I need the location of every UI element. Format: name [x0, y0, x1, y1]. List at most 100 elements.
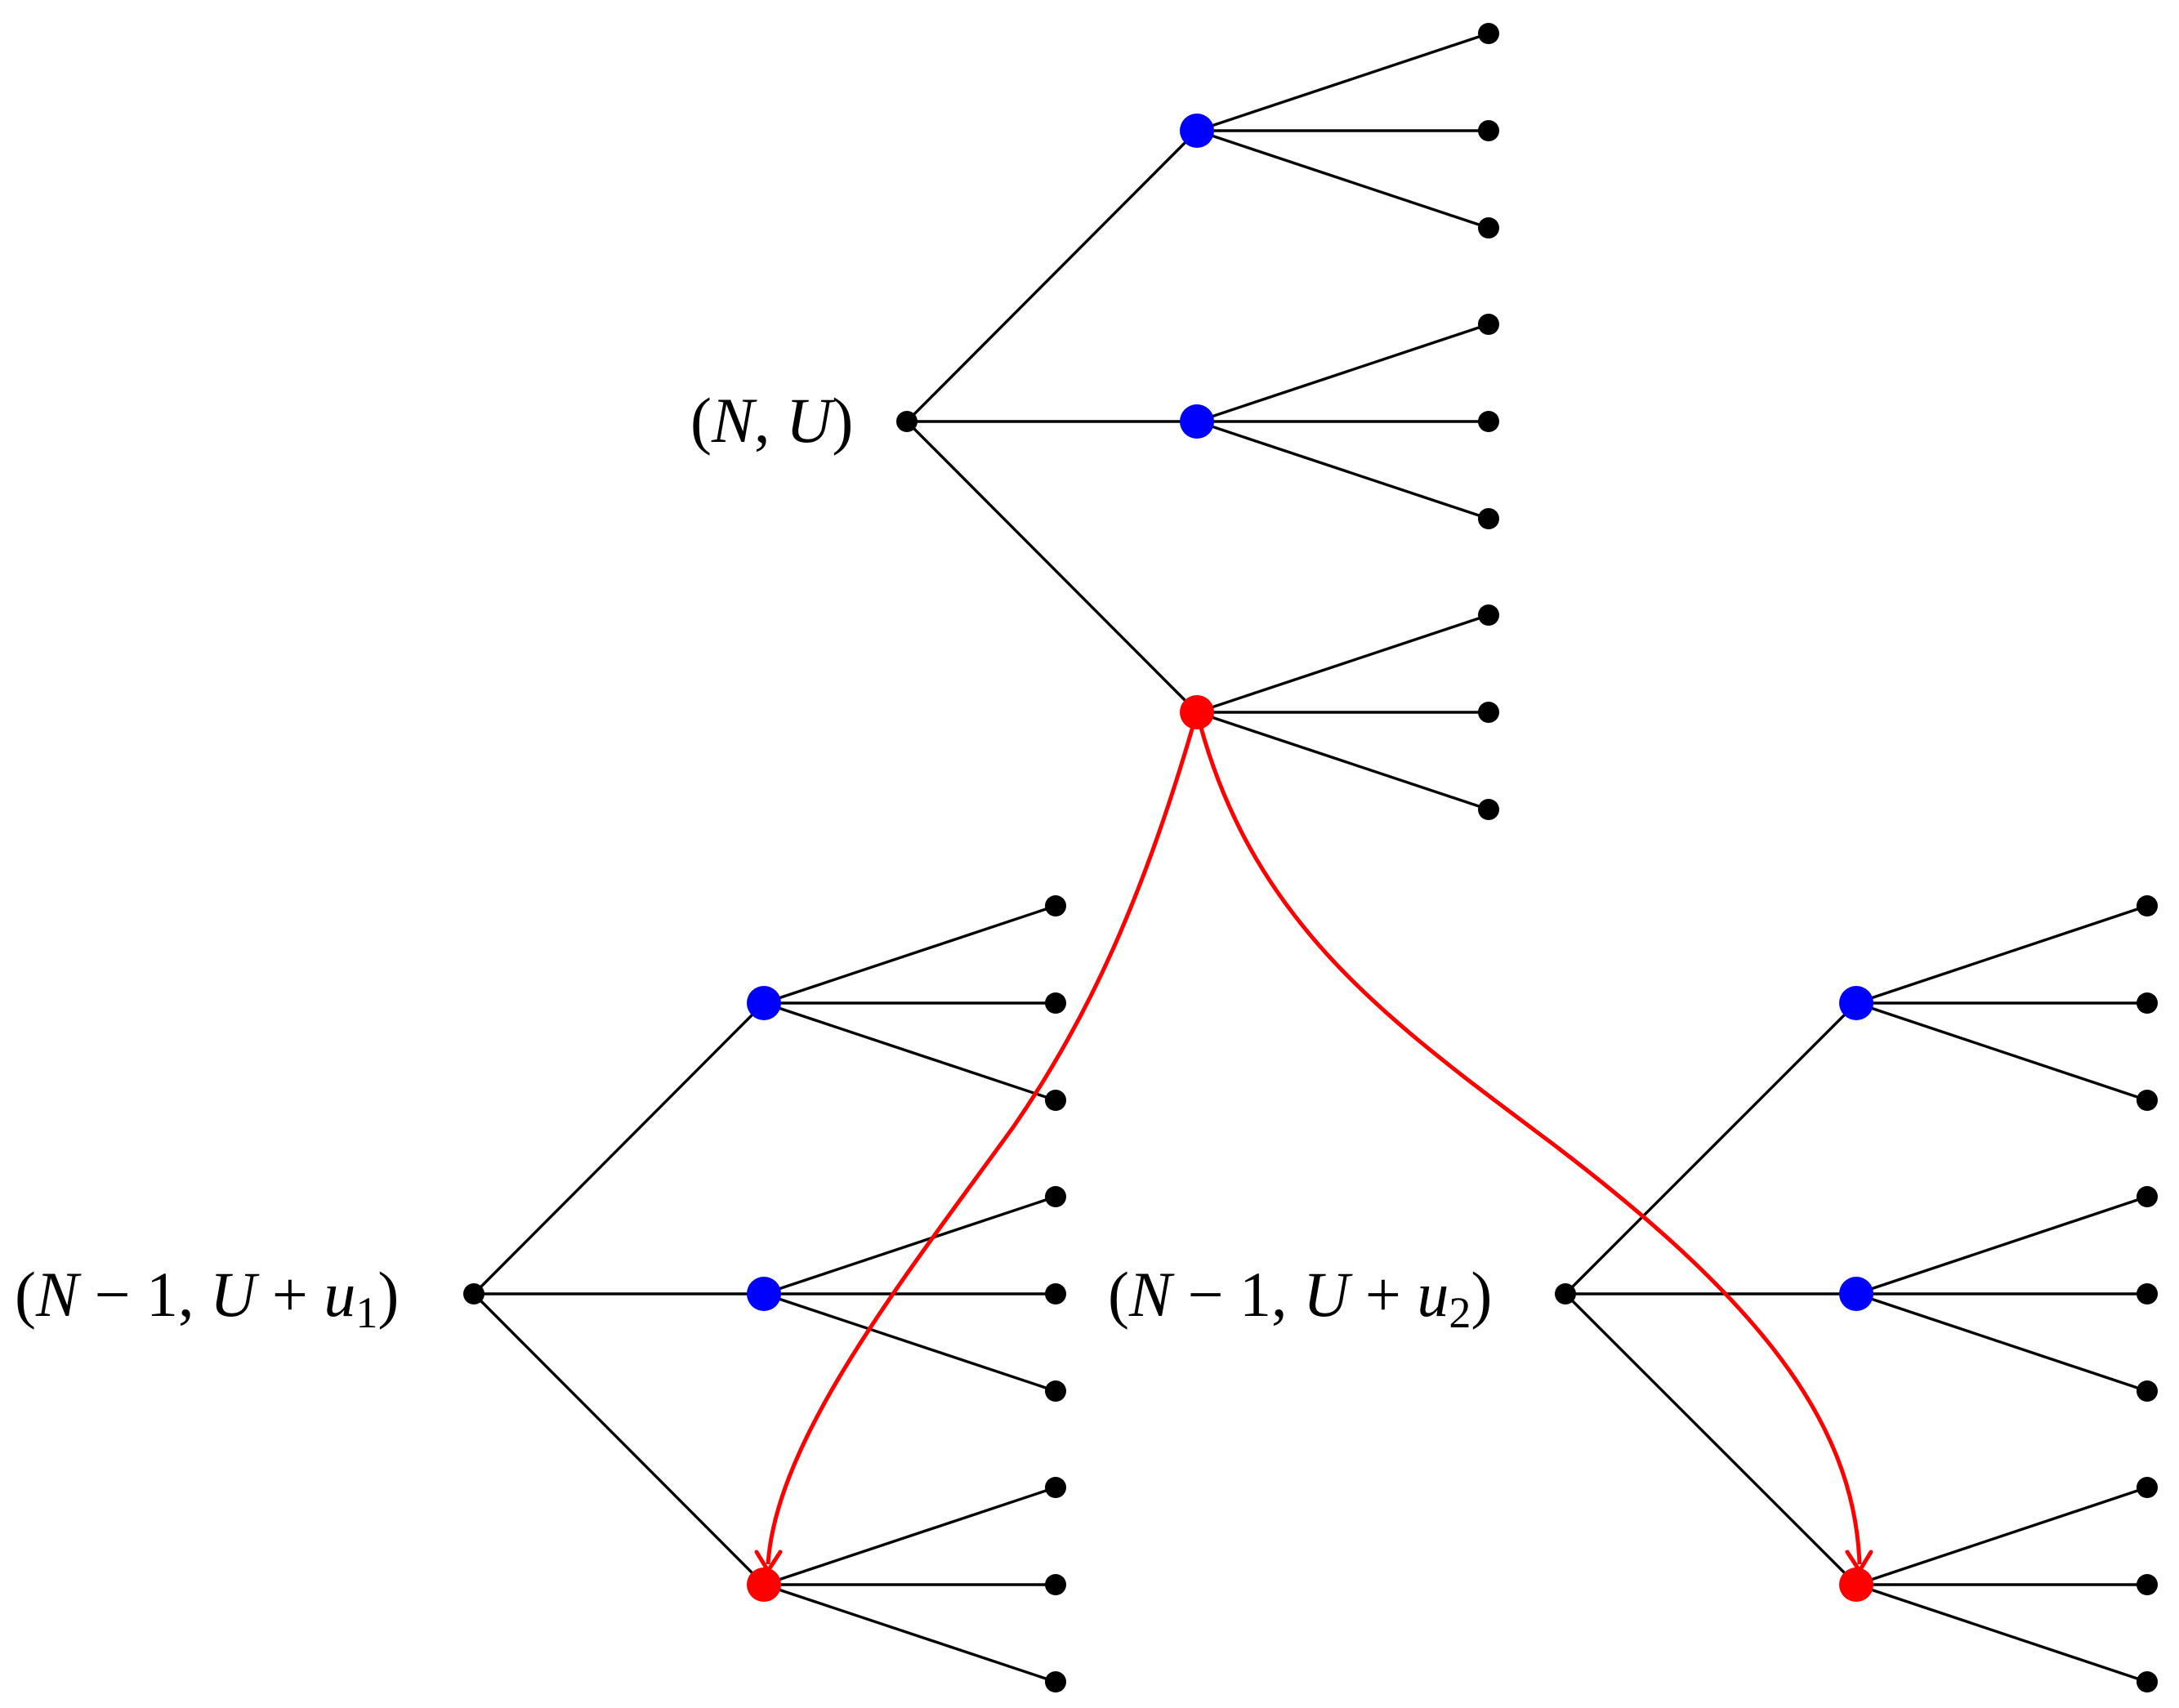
label-bl-rest: +	[256, 1259, 324, 1330]
top-edges	[905, 32, 1489, 811]
label-bottom-left-root: (N − 1, U + u1)	[15, 1259, 399, 1337]
bottom-right-child-node-3-red	[1839, 1568, 1873, 1602]
top-leaf-node-1-3	[1478, 217, 1499, 239]
label-br-sep: − 1,	[1172, 1259, 1303, 1330]
bottom-left-child-node-3-red	[747, 1568, 781, 1602]
bottom-right-leaf-node-3-1	[2137, 1477, 2158, 1498]
label-bottom-right-root: (N − 1, U + u2)	[1108, 1259, 1492, 1337]
top-leaf-node-2-3	[1478, 508, 1499, 529]
label-br-open: (	[1108, 1259, 1129, 1330]
arrow-head-bottom-right	[1845, 1550, 1873, 1573]
top-leaf-node-3-3	[1478, 799, 1499, 820]
label-bl-sep: − 1,	[78, 1259, 210, 1330]
bottom-right-edge-child-2-leaf-1	[1855, 1195, 2148, 1295]
bottom-left-child-node-2-blue	[747, 1277, 781, 1311]
label-bl-open: (	[15, 1259, 36, 1330]
top-edge-child-2-leaf-3	[1196, 420, 1489, 520]
bottom-right-leaf-node-1-1	[2137, 895, 2158, 916]
tree-top	[896, 23, 1499, 820]
label-br-rest: +	[1349, 1259, 1417, 1330]
label-top-var: U	[786, 385, 836, 456]
bottom-right-edge-child-3-leaf-3	[1855, 1583, 2148, 1683]
bottom-right-edge-child-3-leaf-1	[1855, 1486, 2148, 1586]
arrows	[754, 711, 1873, 1573]
label-br-script: N	[1128, 1259, 1175, 1330]
bottom-right-edge-child-1-leaf-3	[1855, 1001, 2148, 1102]
top-leaf-node-1-1	[1478, 23, 1499, 44]
top-leaf-node-3-1	[1478, 604, 1499, 626]
bottom-left-leaf-node-2-2	[1045, 1283, 1066, 1304]
bottom-right-leaf-node-3-2	[2137, 1574, 2158, 1595]
bottom-left-edge-child-1-leaf-1	[763, 904, 1056, 1005]
tree-bottom-right	[1555, 895, 2158, 1692]
label-bl-close: )	[377, 1259, 399, 1330]
top-child-node-2-blue	[1180, 404, 1214, 439]
bottom-left-leaf-node-3-3	[1045, 1671, 1066, 1692]
arrow-head-bottom-left	[754, 1550, 783, 1573]
label-top-open: (	[690, 385, 712, 456]
label-bl-var: U	[210, 1259, 260, 1330]
bottom-left-child-node-1-blue	[747, 986, 781, 1020]
bottom-right-edge-root-child-3	[1564, 1292, 1858, 1586]
label-bl-sub: 1	[355, 1288, 377, 1337]
top-child-node-1-blue	[1180, 114, 1214, 148]
label-br-var: U	[1303, 1259, 1353, 1330]
label-bl-restvar: u	[324, 1259, 355, 1330]
bottom-left-edge-child-2-leaf-1	[763, 1195, 1056, 1295]
bottom-left-edge-root-child-1	[472, 1001, 766, 1295]
top-leaf-node-2-1	[1478, 314, 1499, 335]
bottom-left-edge-child-2-leaf-3	[763, 1292, 1056, 1393]
label-bl-script: N	[35, 1259, 82, 1330]
bottom-right-leaf-node-2-1	[2137, 1186, 2158, 1207]
bottom-left-leaf-node-3-1	[1045, 1477, 1066, 1498]
bottom-left-root-node	[463, 1283, 484, 1304]
label-br-close: )	[1471, 1259, 1492, 1330]
bottom-left-leaf-node-3-2	[1045, 1574, 1066, 1595]
label-top-sep: ,	[754, 385, 786, 456]
bottom-right-edge-child-1-leaf-1	[1855, 904, 2148, 1005]
bottom-right-root-node	[1555, 1283, 1576, 1304]
bottom-right-child-node-1-blue	[1839, 986, 1873, 1020]
label-top-root: (N, U)	[690, 385, 853, 456]
bottom-left-edges	[472, 904, 1056, 1683]
bottom-left-edge-child-3-leaf-1	[763, 1486, 1056, 1586]
bottom-right-leaf-node-3-3	[2137, 1671, 2158, 1692]
bottom-right-edges	[1564, 904, 2148, 1683]
bottom-left-edge-root-child-3	[472, 1292, 766, 1586]
bottom-left-leaf-node-2-1	[1045, 1186, 1066, 1207]
bottom-right-child-node-2-blue	[1839, 1277, 1873, 1311]
top-leaf-node-2-2	[1478, 411, 1499, 432]
top-leaf-node-3-2	[1478, 702, 1499, 723]
bottom-right-edge-root-child-1	[1564, 1001, 1858, 1295]
top-edge-child-3-leaf-1	[1196, 613, 1489, 714]
bottom-left-edge-child-3-leaf-3	[763, 1583, 1056, 1683]
bottom-right-leaf-node-1-2	[2137, 992, 2158, 1014]
bottom-left-nodes	[463, 895, 1066, 1692]
top-edge-child-2-leaf-1	[1196, 323, 1489, 423]
bottom-right-leaf-node-1-3	[2137, 1090, 2158, 1111]
arrow-to-bottom-right	[1194, 711, 1862, 1565]
top-edge-root-child-1	[905, 129, 1199, 423]
bottom-left-edge-child-1-leaf-3	[763, 1001, 1056, 1102]
arrow-to-bottom-left	[766, 711, 1199, 1565]
label-br-restvar: u	[1417, 1259, 1449, 1330]
bottom-left-leaf-node-1-2	[1045, 992, 1066, 1014]
top-edge-child-1-leaf-1	[1196, 32, 1489, 132]
bottom-left-leaf-node-1-3	[1045, 1090, 1066, 1111]
tree-bottom-left	[463, 895, 1066, 1692]
top-leaf-node-1-2	[1478, 120, 1499, 141]
top-root-node	[896, 411, 918, 432]
bottom-left-leaf-node-1-1	[1045, 895, 1066, 916]
label-top-script: N	[711, 385, 757, 456]
label-br-sub: 2	[1449, 1288, 1471, 1337]
bottom-right-leaf-node-2-3	[2137, 1380, 2158, 1402]
top-edge-child-3-leaf-3	[1196, 711, 1489, 811]
top-edge-root-child-3	[905, 420, 1199, 714]
bottom-left-leaf-node-2-3	[1045, 1380, 1066, 1402]
bottom-right-nodes	[1555, 895, 2158, 1692]
label-top-close: )	[832, 385, 853, 456]
bottom-right-edge-child-2-leaf-3	[1855, 1292, 2148, 1393]
bottom-right-leaf-node-2-2	[2137, 1283, 2158, 1304]
top-edge-child-1-leaf-3	[1196, 129, 1489, 230]
